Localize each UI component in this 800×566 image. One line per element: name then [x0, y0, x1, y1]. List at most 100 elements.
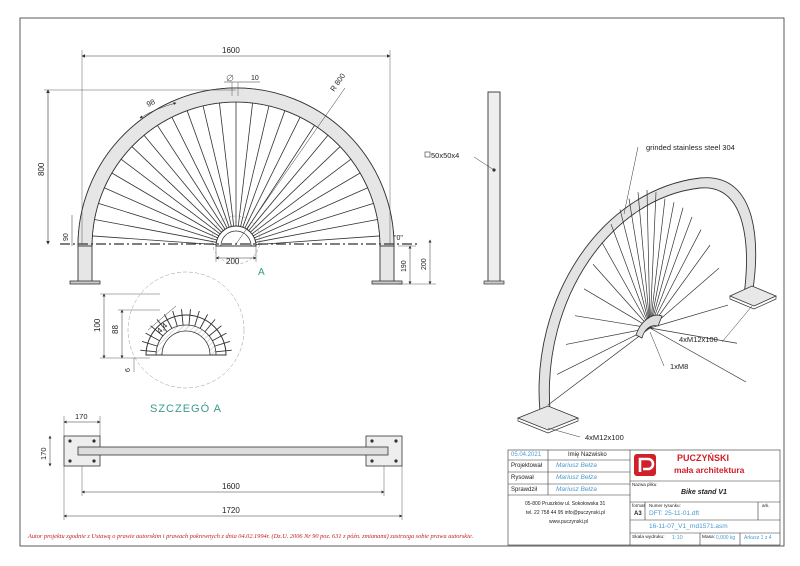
iso-spoke	[601, 242, 651, 329]
spoke	[244, 116, 301, 229]
plan-dim-1720: 1720	[222, 506, 240, 515]
tb-company-sub: mała architektura	[674, 465, 745, 475]
iso-spoke	[646, 189, 651, 329]
dim-radius-r800: R 800	[328, 72, 347, 94]
iso-anchors-left: 4xM12x100	[585, 433, 624, 442]
spoke	[156, 319, 168, 333]
dim-offset-90: 90	[63, 233, 70, 241]
tb-address-3: www.puczynski.pl	[549, 519, 589, 525]
spoke	[143, 134, 224, 231]
tb-scale-label: Skala wydruku:	[632, 535, 665, 540]
dim-diameter-10: 10	[251, 75, 259, 82]
spoke	[145, 332, 160, 342]
iso-spokes	[547, 189, 747, 406]
spoke	[172, 310, 178, 327]
spoke	[120, 158, 221, 235]
spoke	[92, 235, 217, 246]
iso-spoke	[649, 327, 738, 344]
spoke	[204, 319, 216, 333]
spoke	[186, 110, 230, 228]
tb-product-name: Bike stand V1	[681, 489, 727, 496]
spoke	[194, 310, 200, 327]
spoke	[181, 309, 184, 326]
detail-dim-88: 88	[111, 325, 120, 334]
spoke	[131, 146, 222, 233]
spoke	[202, 105, 232, 227]
tb-drawing-no-label: Numer rysunku:	[649, 503, 681, 508]
iso-view: grinded stainless steel 304 4xM12x100 1x…	[516, 143, 778, 442]
tb-date: 05.04.2021	[511, 452, 542, 458]
detail-a-view: 100 88 4,4 6 SZCZEGÓ A	[93, 271, 245, 415]
iso-spoke	[556, 327, 651, 375]
tb-row-label-2: Rysował	[511, 475, 534, 481]
spoke	[94, 219, 217, 243]
tb-weight-label: Masa:	[702, 535, 716, 540]
iso-anchors-right: 4xM12x100	[679, 335, 718, 344]
iso-spoke	[649, 198, 666, 329]
zero-mark: "0"	[394, 235, 403, 242]
sheet-border	[19, 17, 785, 547]
dim-height-800: 800	[37, 162, 46, 176]
dim-spoke-98: 98	[145, 97, 156, 109]
iso-spoke	[649, 192, 657, 329]
detail-circle	[211, 215, 261, 265]
right-leg	[379, 245, 395, 283]
iso-spoke	[592, 263, 651, 329]
spoke	[250, 146, 341, 233]
spoke	[251, 158, 352, 235]
dim-leg-190: 190	[401, 260, 408, 272]
spoke	[255, 219, 378, 243]
left-leg	[77, 245, 93, 283]
iso-spoke	[649, 244, 711, 329]
spoke	[150, 325, 164, 337]
spoke	[214, 340, 231, 347]
side-post	[487, 91, 501, 283]
spoke	[140, 349, 157, 353]
tb-row-label-1: Projektował	[511, 463, 543, 469]
front-view: 1600 800 R 800 10 98 90 200 A "0"	[37, 46, 436, 285]
iso-spoke	[619, 209, 651, 329]
tb-address-1: 05-800 Pruszków ul. Sokołowska 31	[525, 501, 606, 507]
spoke	[255, 235, 380, 246]
tb-sheet-label: ark.	[762, 503, 770, 508]
spoke	[254, 202, 374, 241]
detail-title: SZCZEGÓ A	[150, 402, 222, 415]
title-block-grid	[507, 449, 781, 546]
plan-view: 170 170 1600 1720	[39, 412, 403, 520]
side-view: 50x50x4	[424, 91, 505, 285]
tb-drawing-no: DFT: 25-11-01.dft	[649, 510, 700, 517]
spoke	[141, 340, 158, 347]
spoke	[157, 125, 226, 230]
dim-hub-200: 200	[226, 257, 240, 266]
spoke	[248, 134, 329, 231]
tb-sheet-of: Arkusz 1 z 4	[744, 535, 772, 541]
spoke	[237, 102, 253, 227]
iso-spoke	[547, 327, 651, 406]
spoke	[253, 172, 361, 237]
tb-address-2: tel. 22 758 44 95 info@puczynski.pl	[526, 510, 606, 516]
tb-row-label-3: Sprawdził	[511, 487, 538, 493]
spoke	[104, 187, 218, 239]
spokes	[92, 102, 380, 246]
tb-company-name: PUCZYŃSKI	[677, 453, 730, 463]
profile-label: 50x50x4	[431, 151, 459, 160]
spoke	[240, 105, 270, 227]
iso-hub	[635, 314, 663, 339]
iso-spoke	[649, 327, 747, 383]
detail-dim-6: 6	[125, 368, 132, 372]
plan-dim-1600: 1600	[222, 482, 240, 491]
tb-row-value-2: Mariusz Bełza	[556, 474, 597, 481]
hub	[215, 225, 257, 247]
iso-spoke	[649, 304, 729, 329]
tb-format-label: format	[632, 503, 645, 508]
spoke	[254, 187, 368, 239]
tb-name-header: Imię Nazwisko	[568, 452, 607, 458]
spoke	[188, 309, 191, 326]
spoke	[208, 325, 222, 337]
plan-dim-170-w: 170	[75, 412, 88, 421]
spoke	[98, 202, 218, 241]
tb-format-value: A3	[634, 511, 642, 517]
iso-spoke	[649, 202, 675, 329]
detail-dim-100: 100	[93, 318, 102, 332]
